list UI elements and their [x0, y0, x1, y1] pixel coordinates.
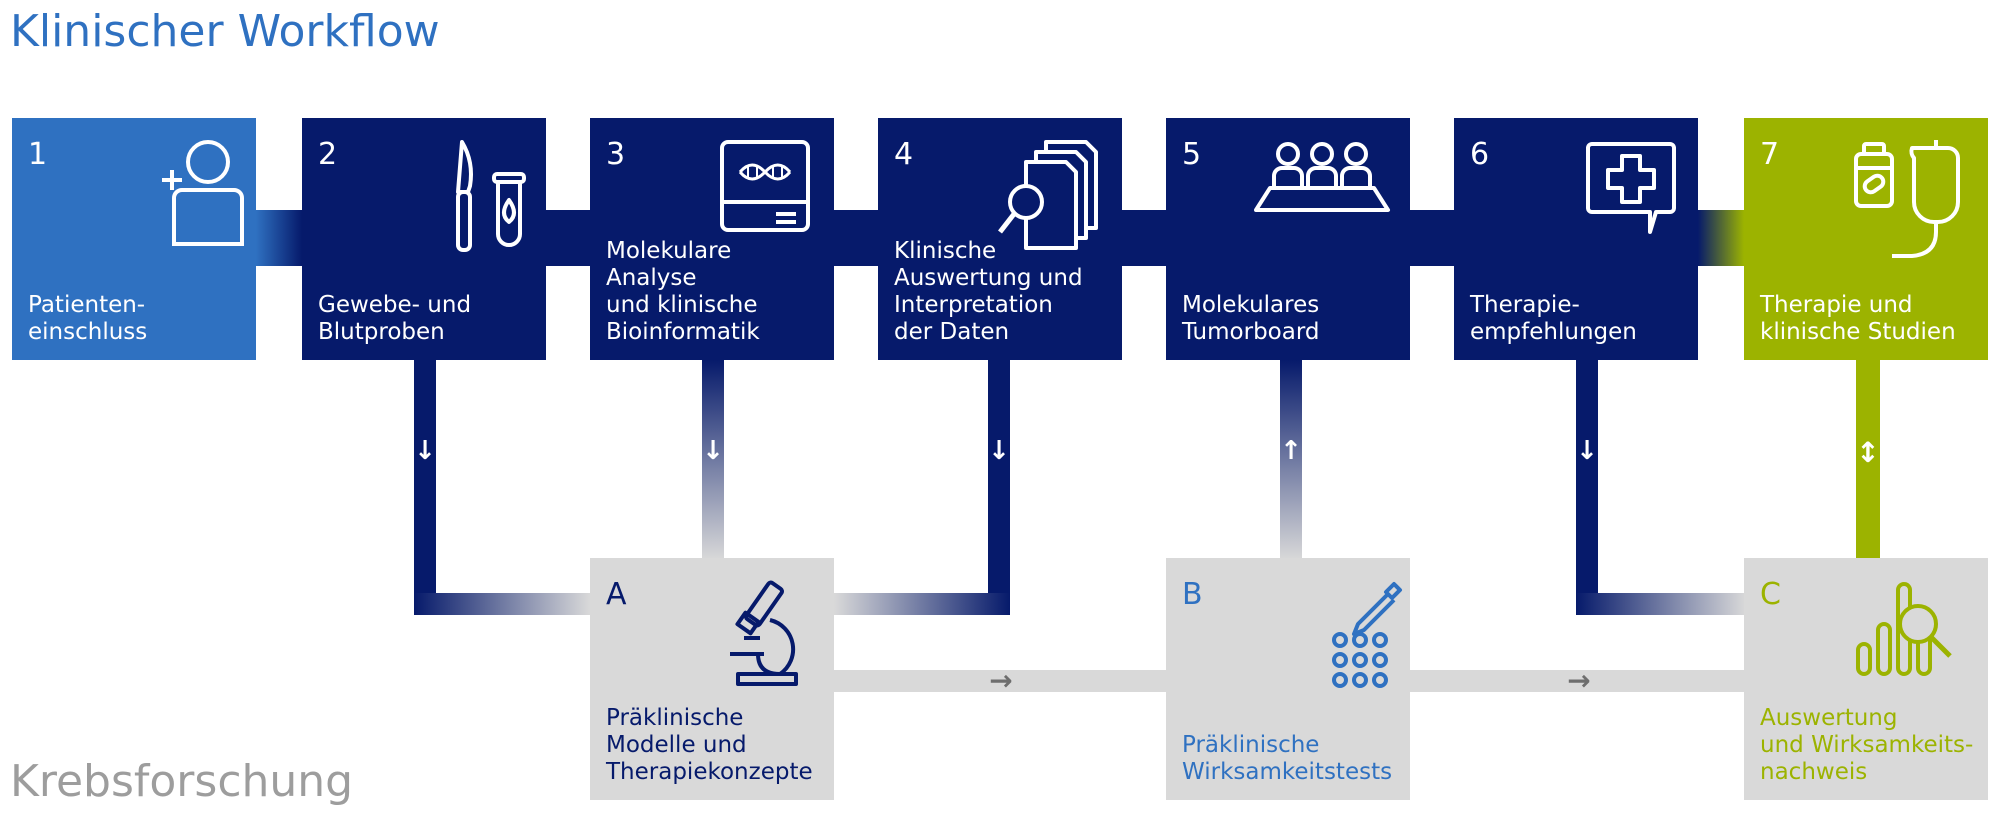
arrow-4-down: ↓	[988, 436, 1010, 466]
step-3-box: 3 Molekulare Analyse und klinische Bioin…	[590, 118, 834, 360]
research-box-a: A Präklinische Modelle und Therapiekonze…	[590, 558, 834, 800]
research-label: Präklinische Wirksamkeitstests	[1182, 732, 1393, 785]
step-7-box: 7 Therapie und klinische Studien	[1744, 118, 1988, 360]
microscope-icon	[730, 580, 798, 686]
research-title: Krebsforschung	[10, 756, 354, 807]
research-letter: A	[606, 577, 627, 612]
step-number: 3	[606, 137, 626, 172]
connector-2-down	[414, 360, 436, 615]
step-number: 6	[1470, 137, 1490, 172]
arrow-a-b: →	[989, 664, 1013, 697]
medicine-infusion-icon	[1854, 140, 1960, 258]
step-number: 2	[318, 137, 338, 172]
arrow-2-down: ↓	[414, 436, 436, 466]
step-number: 7	[1760, 137, 1780, 172]
step-number: 4	[894, 137, 914, 172]
step-number: 5	[1182, 137, 1202, 172]
documents-magnifier-icon	[998, 140, 1098, 250]
people-table-icon	[1254, 142, 1390, 212]
step-6-box: 6 Therapie- empfehlungen	[1454, 118, 1698, 360]
connector-7-c	[1856, 360, 1880, 560]
step-label: Molekulare Analyse und klinische Bioinfo…	[606, 238, 760, 345]
connector-5-6	[1410, 210, 1454, 266]
step-4-box: 4 Klinische Auswertung und Interpretatio…	[878, 118, 1122, 360]
step-label: Gewebe- und Blutproben	[318, 292, 472, 345]
step-1-box: 1 Patienten- einschluss	[12, 118, 256, 360]
scalpel-test-tube-icon	[456, 140, 526, 252]
medical-cross-speech-icon	[1586, 142, 1676, 234]
research-box-b: B Präklinische Wirksamkeitstests	[1166, 558, 1410, 800]
add-person-icon	[162, 140, 244, 246]
connector-3-down	[702, 360, 724, 560]
connector-1-2	[256, 210, 302, 266]
step-label: Molekulares Tumorboard	[1182, 292, 1320, 345]
step-label: Therapie und klinische Studien	[1760, 292, 1956, 345]
workflow-title: Klinischer Workflow	[10, 6, 440, 57]
step-number: 1	[28, 137, 48, 172]
connector-b-c	[1410, 670, 1746, 692]
connector-4-down	[988, 360, 1010, 615]
dna-monitor-icon	[720, 140, 810, 232]
research-letter: B	[1182, 577, 1203, 612]
connector-2-to-a	[414, 593, 590, 615]
bar-chart-magnifier-icon	[1856, 582, 1952, 676]
arrow-6-down: ↓	[1576, 436, 1598, 466]
research-letter: C	[1760, 577, 1781, 612]
connector-6-to-c	[1576, 593, 1746, 615]
arrow-b-c: →	[1567, 664, 1591, 697]
step-label: Klinische Auswertung und Interpretation …	[894, 238, 1083, 345]
connector-a-b	[834, 670, 1168, 692]
connector-6-down	[1576, 360, 1598, 615]
research-label: Präklinische Modelle und Therapiekonzept…	[606, 705, 813, 785]
arrow-3-down: ↓	[702, 436, 724, 466]
step-label: Therapie- empfehlungen	[1470, 292, 1637, 345]
arrow-5-up: ↑	[1280, 436, 1302, 466]
step-label: Patienten- einschluss	[28, 292, 148, 345]
research-label: Auswertung und Wirksamkeits- nachweis	[1760, 705, 1974, 785]
research-box-c: C Auswertung und Wirksamkeits- nachweis	[1744, 558, 1988, 800]
arrow-7-both: ↕	[1856, 436, 1880, 469]
connector-2-3	[546, 210, 590, 266]
pipette-wellplate-icon	[1332, 582, 1402, 688]
connector-5-up	[1280, 360, 1302, 560]
step-5-box: 5 Molekulares Tumorboard	[1166, 118, 1410, 360]
connector-4-to-a	[834, 593, 1010, 615]
step-2-box: 2 Gewebe- und Blutproben	[302, 118, 546, 360]
connector-6-7	[1698, 210, 1744, 266]
connector-3-4	[834, 210, 878, 266]
connector-4-5	[1122, 210, 1166, 266]
